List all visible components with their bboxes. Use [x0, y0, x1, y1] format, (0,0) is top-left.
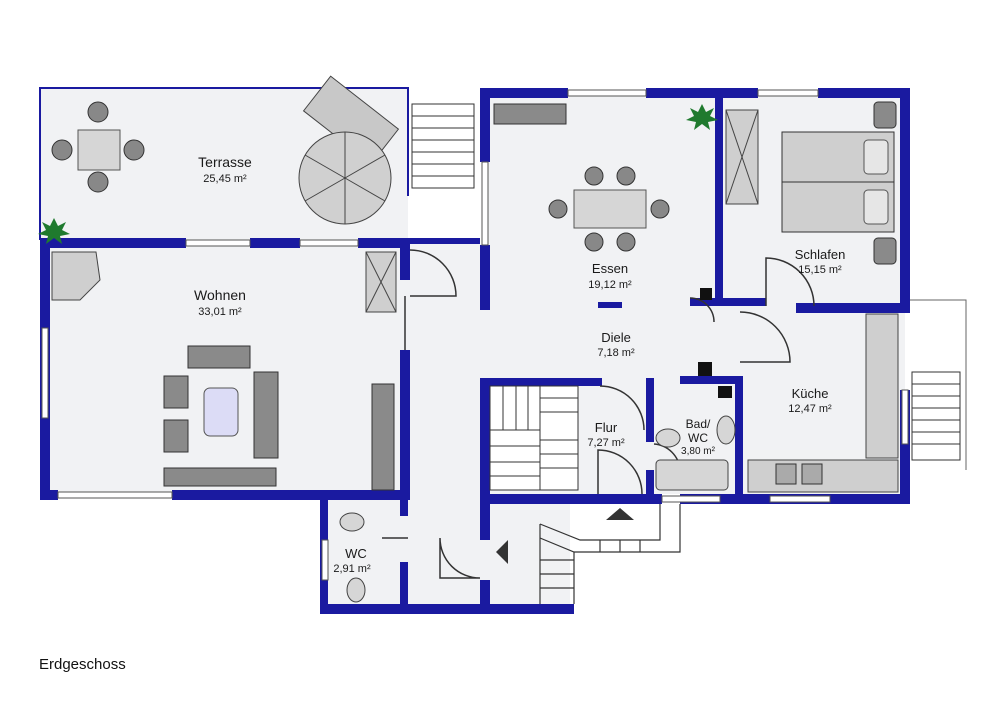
plant-icon: [38, 104, 718, 244]
room-wohnen-name: Wohnen: [194, 287, 246, 303]
room-labels: Terrasse 25,45 m² Wohnen 33,01 m² Essen …: [194, 154, 845, 575]
stairs-kitchen: [910, 299, 967, 470]
bedroom-furniture: [725, 101, 897, 265]
bathroom-furniture: [655, 362, 736, 491]
room-flur-area: 7,27 m²: [587, 437, 625, 449]
room-schlafen-name: Schlafen: [795, 247, 846, 262]
terrace-table-set: [51, 101, 145, 193]
dining-furniture: [493, 103, 712, 308]
spiral-stair: [298, 75, 400, 225]
room-wohnen-area: 33,01 m²: [198, 306, 242, 318]
windows: [41, 89, 909, 581]
terrace-outline: [39, 87, 409, 240]
room-kueche-area: 12,47 m²: [788, 403, 832, 415]
room-bad-name: Bad/: [686, 417, 711, 431]
room-bad-name2: WC: [688, 431, 708, 445]
room-wc-area: 2,91 m²: [333, 563, 371, 575]
living-furniture: [51, 251, 397, 491]
room-bad-area: 3,80 m²: [681, 446, 716, 457]
room-flur-name: Flur: [595, 420, 618, 435]
room-diele-area: 7,18 m²: [597, 347, 635, 359]
stairs-flur: [489, 385, 579, 491]
room-schlafen-area: 15,15 m²: [798, 264, 842, 276]
stair-arrow-icon: [606, 508, 634, 520]
room-terrasse-area: 25,45 m²: [203, 173, 247, 185]
stairs-terrace: [411, 103, 475, 189]
room-essen-area: 19,12 m²: [588, 279, 632, 291]
room-wc-name: WC: [345, 546, 367, 561]
room-essen-name: Essen: [592, 261, 628, 276]
floor-areas: [40, 88, 905, 610]
entrance-arrow-icon: [496, 540, 508, 564]
room-diele-name: Diele: [601, 330, 631, 345]
floor-caption: Erdgeschoss: [39, 656, 126, 673]
room-kueche-name: Küche: [792, 386, 829, 401]
kitchen-furniture: [747, 313, 899, 493]
room-terrasse-name: Terrasse: [198, 154, 252, 170]
stairs-entrance: [539, 504, 681, 604]
wc-furniture: [339, 512, 366, 603]
